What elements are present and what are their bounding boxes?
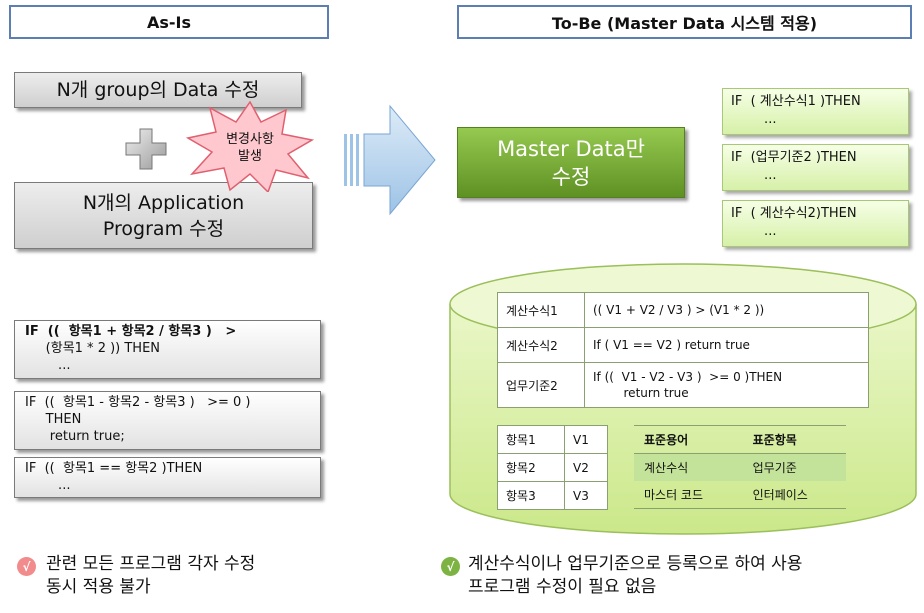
formula-name: 계산수식1 [497, 292, 585, 328]
code-block-2: IF (( 항목1 - 항목2 - 항목3 ) >= 0 ) THEN retu… [14, 391, 321, 450]
formula-name: 업무기준2 [497, 362, 585, 408]
rule3-line2: ... [731, 224, 777, 239]
as-is-note: 관련 모든 프로그램 각자 수정 동시 적용 불가 [46, 553, 255, 599]
var-code: V1 [564, 425, 608, 454]
code1-line2: (항목1 * 2 )) THEN [25, 341, 161, 356]
to-be-note-line2: 프로그램 수정이 필요 없음 [468, 577, 657, 597]
right-arrow-icon [344, 104, 436, 216]
rule-card-2: IF (업무기준2 )THEN ... [722, 144, 909, 191]
rule2-line2: ... [731, 168, 777, 183]
change-burst-shape [186, 100, 314, 192]
code2-line1: IF (( 항목1 - 항목2 - 항목3 ) >= 0 ) [25, 395, 251, 410]
std-item: 업무기준 [752, 461, 797, 475]
formula-expr: If (( V1 - V2 - V3 ) >= 0 )THEN return t… [584, 362, 869, 408]
var-item: 항목3 [497, 481, 565, 510]
table-row: 계산수식 업무기준 [634, 453, 846, 481]
code-block-1: IF (( 항목1 + 항목2 / 항목3 ) > (항목1 * 2 )) TH… [14, 320, 321, 379]
burst-line1: 변경사항 [226, 132, 274, 147]
code3-line2: ... [25, 478, 71, 493]
to-be-note-line1: 계산수식이나 업무기준으로 등록으로 하여 사용 [468, 554, 803, 574]
std-header-term: 표준용어 [634, 425, 743, 454]
to-be-header: To-Be (Master Data 시스템 적용) [457, 5, 912, 39]
master-data-box: Master Data만 수정 [457, 127, 685, 198]
as-is-note-line2: 동시 적용 불가 [46, 577, 151, 597]
code2-line2: THEN [25, 412, 82, 427]
program-change-line1: N개의 Application [82, 192, 245, 214]
formula-expr: (( V1 + V2 / V3 ) > (V1 * 2 )) [584, 292, 869, 328]
var-item: 항목2 [497, 453, 565, 482]
as-is-note-line1: 관련 모든 프로그램 각자 수정 [46, 554, 256, 574]
table-row: 마스터 코드 인터페이스 [634, 481, 846, 509]
program-change-box: N개의 Application Program 수정 [14, 182, 313, 249]
rule1-line1: IF ( 계산수식1 )THEN [731, 94, 861, 109]
change-burst-label: 변경사항 발생 [216, 131, 284, 165]
std-item: 인터페이스 [752, 488, 808, 502]
master-line1: Master Data만 [497, 137, 645, 161]
var-code: V2 [564, 453, 608, 482]
code2-line3: return true; [25, 429, 125, 444]
rule1-line2: ... [731, 112, 777, 127]
std-header-item: 표준항목 [742, 425, 846, 454]
code1-line3: ... [25, 358, 71, 373]
std-term: 계산수식 [644, 461, 689, 475]
formula-name: 계산수식2 [497, 327, 585, 363]
check-green-icon: √ [441, 557, 460, 576]
plus-icon [125, 128, 167, 170]
table-row: 계산수식1(( V1 + V2 / V3 ) > (V1 * 2 )) [497, 292, 869, 328]
as-is-header: As-Is [9, 5, 329, 39]
data-change-box: N개 group의 Data 수정 [14, 72, 302, 108]
std-term: 마스터 코드 [644, 488, 704, 502]
rule-card-1: IF ( 계산수식1 )THEN ... [722, 88, 909, 135]
check-red-icon: √ [17, 557, 36, 576]
master-line2: 수정 [551, 165, 591, 189]
to-be-note: 계산수식이나 업무기준으로 등록으로 하여 사용 프로그램 수정이 필요 없음 [468, 553, 802, 599]
rule-card-3: IF ( 계산수식2)THEN ... [722, 200, 909, 247]
code3-line1: IF (( 항목1 == 항목2 )THEN [25, 461, 203, 476]
code1-line1: IF (( 항목1 + 항목2 / 항목3 ) > [25, 324, 237, 339]
formula-expr: If ( V1 == V2 ) return true [584, 327, 869, 363]
rule2-line1: IF (업무기준2 )THEN [731, 150, 857, 165]
var-code: V3 [564, 481, 608, 510]
burst-line2: 발생 [238, 149, 262, 164]
formula-table: 계산수식1(( V1 + V2 / V3 ) > (V1 * 2 )) 계산수식… [497, 292, 869, 408]
var-item: 항목1 [497, 425, 565, 454]
rule3-line1: IF ( 계산수식2)THEN [731, 206, 857, 221]
code-block-3: IF (( 항목1 == 항목2 )THEN ... [14, 457, 321, 498]
program-change-line2: Program 수정 [102, 218, 225, 240]
